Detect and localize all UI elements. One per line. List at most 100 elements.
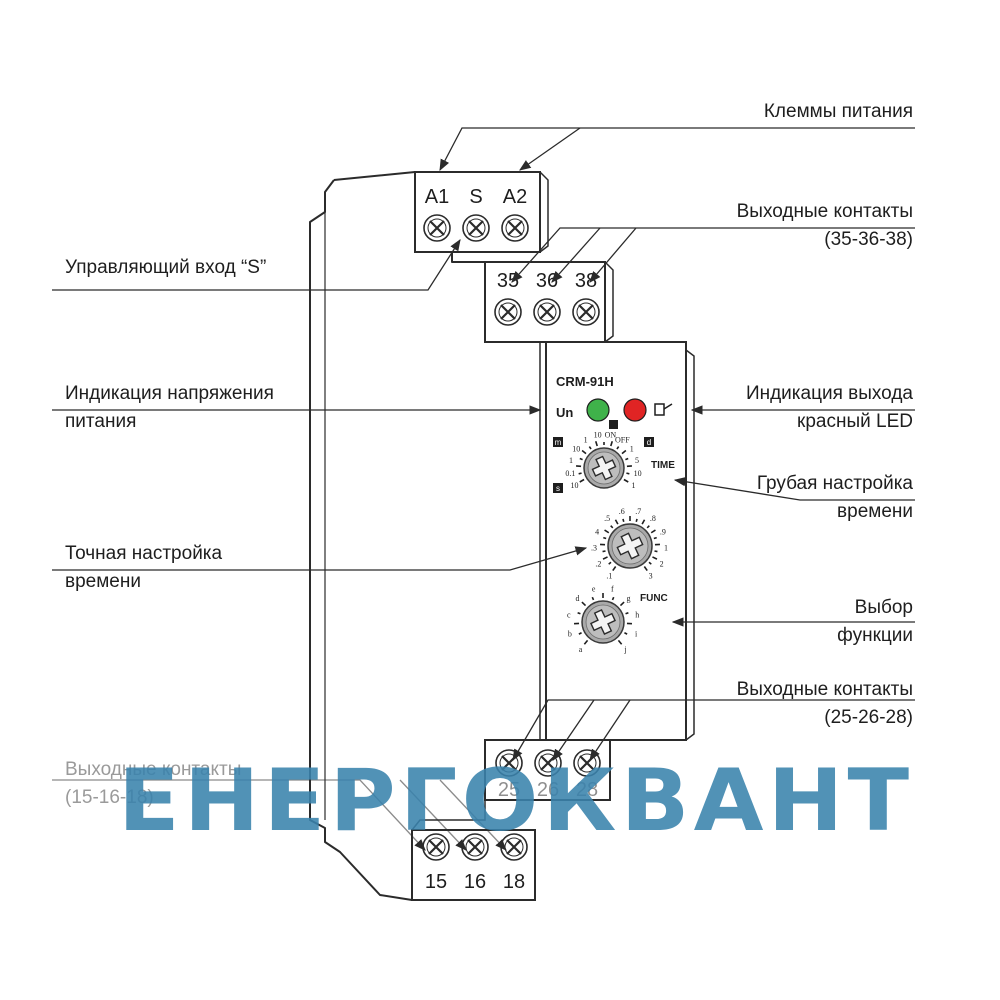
fine-time-dial-mark: .5 [604,514,610,523]
function-dial-mark: h [635,611,639,620]
terminal-screw-35 [494,298,522,326]
fine-time-dial-mark: .2 [595,559,601,568]
fine-time-dial-mark: .9 [660,527,666,536]
coarse-time-dial-mark: ON [605,431,617,440]
leader-outputs-25 [512,699,915,762]
function-dial-mark: j [623,645,626,654]
coarse-time-dial-mark: 0.1 [565,469,575,478]
terminal-label-a1: A1 [425,186,449,208]
func-label: FUNC [640,593,668,604]
label-outputs-25-line1: Выходные контакты [736,679,913,700]
fine-time-dial-mark: .7 [635,507,641,516]
terminal-screw-36 [533,298,561,326]
function-dial-mark: d [576,594,580,603]
coarse-time-dial-mark: 1 [630,444,634,453]
terminal-label-36: 36 [536,270,558,292]
label-outputs-15-line1: Выходные контакты [65,759,242,780]
terminal-label-35: 35 [497,270,519,292]
terminal-label-16: 16 [464,871,486,893]
terminal-screw-S [462,214,490,242]
terminal-label-a2: A2 [503,186,527,208]
function-dial-mark: a [579,645,583,654]
terminal-label-s: S [469,186,482,208]
label-function-line1: Выбор [854,597,913,618]
svg-text:m: m [555,438,562,447]
leader-outputs-35 [511,227,915,283]
leader-outputs-15 [52,779,426,851]
leader-lines [52,127,915,851]
label-output-ind-line2: красный LED [797,411,913,432]
fine-time-dial-mark: .3 [591,543,597,552]
relay-state-icon [609,420,618,429]
coarse-time-dial-mark: 5 [635,456,639,465]
coarse-time-dial-mark: OFF [615,435,630,444]
label-outputs-25: Выходные контакты (25-26-28) [737,676,913,732]
leader-fine [52,546,588,571]
un-label: Un [556,405,573,420]
leader-outputs-26 [552,699,595,761]
coarse-time-dial-mark: 10 [594,431,602,440]
label-function-select: Выбор функции [837,594,913,650]
coarse-time-dial-mark: 1 [631,481,635,490]
function-dial-mark: f [611,584,614,593]
label-output-indication: Индикация выхода красный LED [746,380,913,436]
red-led [623,398,647,422]
label-outputs-15-line2: (15-16-18) [65,787,154,808]
label-outputs-15: Выходные контакты (15-16-18) [65,756,241,812]
leader-power-2 [519,127,581,171]
label-control-input-text: Управляющий вход “S” [65,257,267,278]
terminal-label-15: 15 [425,871,447,893]
terminal-screw-A1 [423,214,451,242]
leader-outputs-28 [589,699,631,761]
label-supply-indication: Индикация напряжения питания [65,380,274,436]
green-led [586,398,610,422]
fine-time-dial-mark: .6 [619,507,625,516]
fine-time-dial-mark: 2 [660,559,664,568]
function-dial-mark: i [635,629,638,638]
fine-time-dial-mark: 4 [595,527,599,536]
unit-square-d: d [644,437,654,447]
coarse-time-dial-mark: 10 [572,444,580,453]
coarse-time-dial-mark: 10 [571,481,579,490]
coarse-time-dial-mark: 10 [634,469,642,478]
label-outputs-25-line2: (25-26-28) [824,707,913,728]
label-fine-line2: времени [65,571,141,592]
coarse-time-dial-slot [591,455,617,481]
leader-power [439,127,915,172]
brand-watermark: ЕНЕРГОКВАНТ [118,751,914,851]
terminal-label-38: 38 [575,270,597,292]
coarse-time-dial-mark: 1 [569,456,573,465]
label-output-ind-line1: Индикация выхода [745,383,913,404]
label-function-line2: функции [837,625,913,646]
svg-text:s: s [556,484,560,493]
label-outputs-35-line2: (35-36-38) [824,229,913,250]
label-power-terminals-text: Клеммы питания [763,101,913,122]
label-control-input: Управляющий вход “S” [65,254,266,282]
time-label: TIME [651,460,675,471]
label-coarse-line1: Грубая настройка [756,473,913,494]
label-fine-line1: Точная настройка [65,543,223,564]
fine-time-dial-mark: 1 [664,543,668,552]
terminal-screw-38 [572,298,600,326]
label-power-terminals: Клеммы питания [764,98,913,126]
terminal-label-25: 25 [498,779,520,801]
label-supply-line2: питания [65,411,137,432]
label-outputs-35: Выходные контакты (35-36-38) [737,198,913,254]
function-dial-mark: e [592,584,596,593]
svg-text:d: d [647,438,651,447]
unit-square-s: s [553,483,563,493]
label-coarse-time: Грубая настройка времени [757,470,913,526]
label-fine-time: Точная настройка времени [65,540,222,596]
unit-square-m: m [553,437,563,447]
leader-coarse [673,477,915,501]
terminal-label-26: 26 [537,779,559,801]
terminal-label-28: 28 [576,779,598,801]
fine-time-dial-mark: .1 [606,571,612,580]
terminal-screw-15 [422,833,450,861]
leader-outputs-18 [439,779,507,851]
